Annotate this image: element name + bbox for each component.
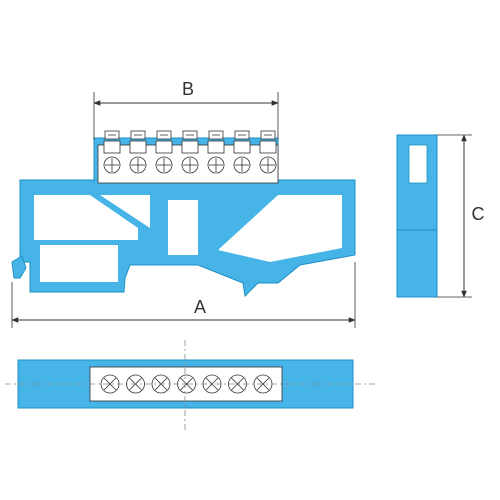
front-view-cutout-left bbox=[34, 195, 138, 240]
front-screw-7 bbox=[259, 130, 277, 174]
front-screw-3 bbox=[155, 130, 173, 174]
front-screw-4 bbox=[181, 130, 199, 174]
dimension-a-label: A bbox=[194, 297, 206, 317]
front-view-screws bbox=[103, 130, 277, 174]
dimension-a: A bbox=[11, 262, 356, 328]
dimension-c: C bbox=[437, 134, 485, 298]
dimension-b-label: B bbox=[182, 79, 194, 99]
side-view-window bbox=[408, 144, 428, 184]
front-view-cutout-mid bbox=[100, 195, 150, 228]
front-screw-1 bbox=[103, 130, 121, 174]
top-view bbox=[17, 359, 354, 409]
front-view-cutout-right bbox=[218, 195, 342, 262]
front-view-rail-hook bbox=[11, 255, 27, 279]
front-view bbox=[11, 130, 356, 298]
side-view bbox=[396, 134, 438, 298]
dimension-b: B bbox=[93, 79, 279, 140]
front-view-cutout-center bbox=[168, 200, 198, 255]
front-screw-2 bbox=[129, 130, 147, 174]
front-view-cutout-lower-left bbox=[40, 245, 118, 282]
front-screw-6 bbox=[233, 130, 251, 174]
front-screw-5 bbox=[207, 130, 225, 174]
dimension-c-label: C bbox=[472, 204, 485, 224]
